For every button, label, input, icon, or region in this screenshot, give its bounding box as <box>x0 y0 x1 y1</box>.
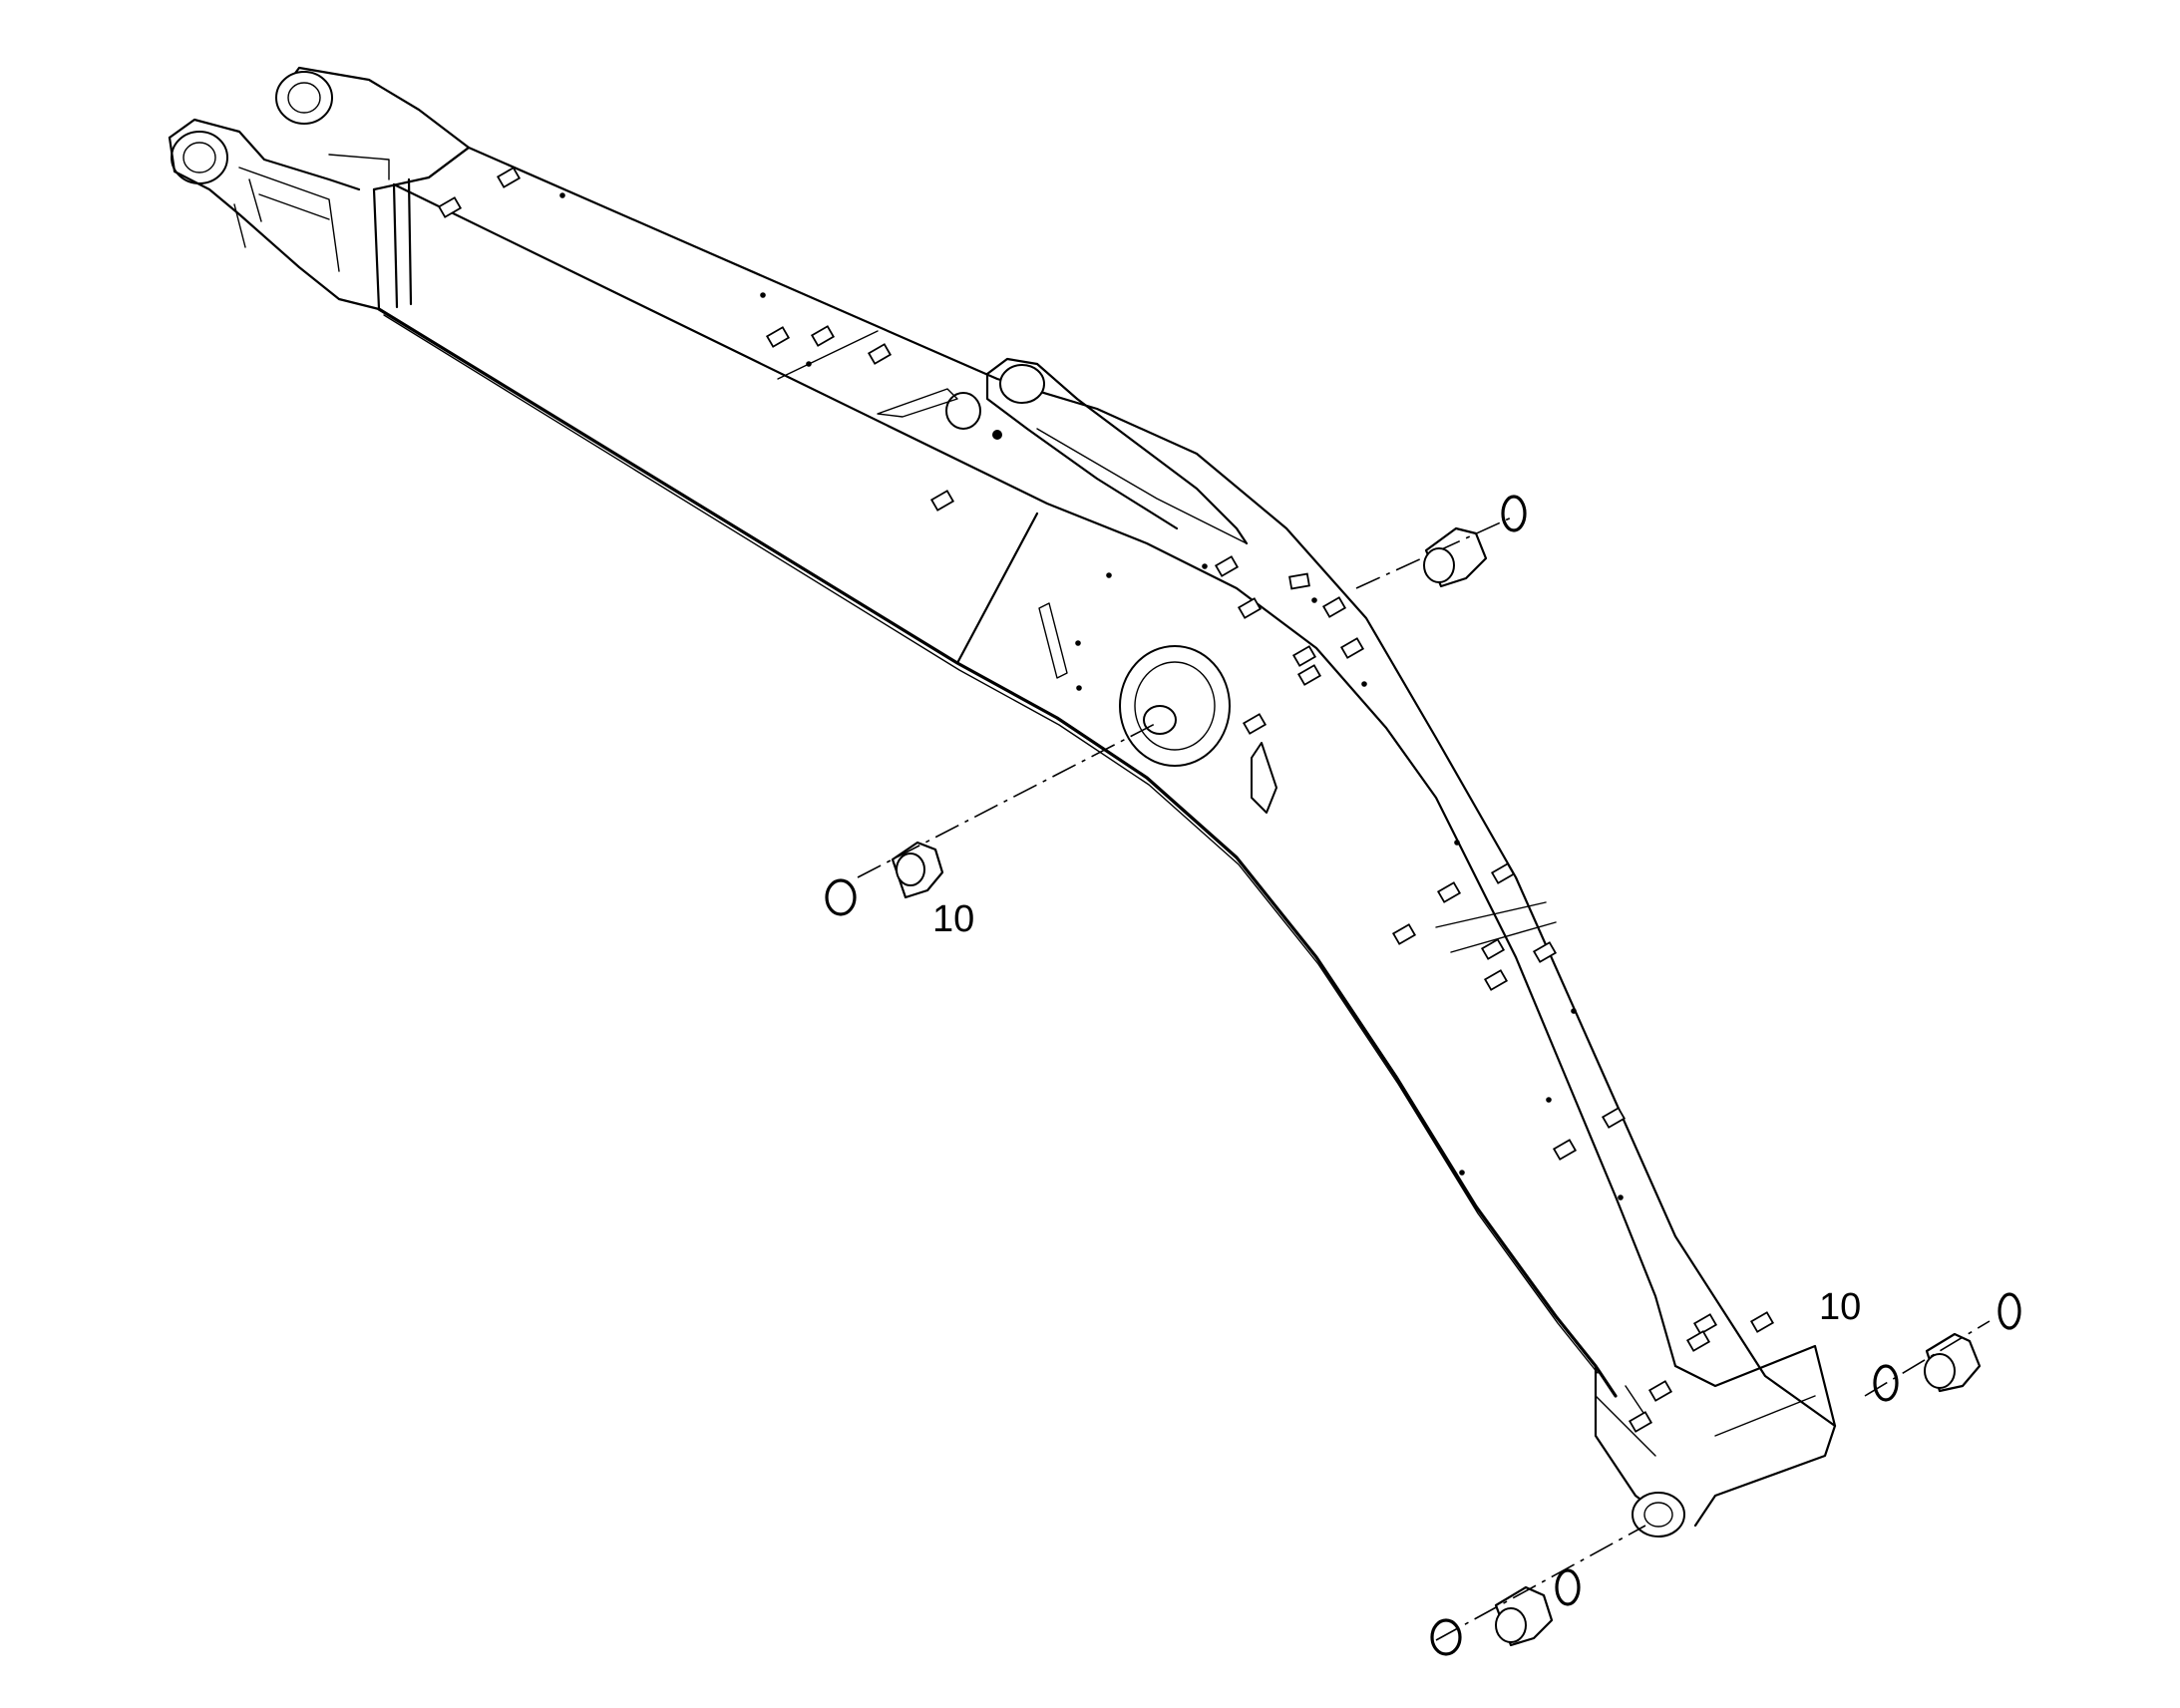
boom-slot <box>437 196 463 218</box>
callout-left: 10 <box>932 898 974 940</box>
boom-slot <box>1552 1139 1578 1161</box>
boom-hole <box>1618 1195 1624 1200</box>
boom-hole <box>760 292 766 298</box>
boom-slot <box>1237 597 1263 619</box>
boom-slot <box>1321 596 1347 618</box>
boom-slot <box>1483 969 1509 991</box>
boom-slot <box>1749 1311 1775 1333</box>
boom-hole <box>1459 1170 1465 1176</box>
boom-slot <box>496 167 522 188</box>
boom-hole <box>559 192 565 198</box>
boom-slot <box>1242 713 1268 735</box>
boom-slot <box>1291 645 1317 667</box>
boom-slot <box>1391 923 1417 945</box>
boom-hole <box>1202 563 1208 569</box>
boom-slot <box>1339 637 1365 659</box>
boom-slot <box>1480 938 1506 960</box>
boom-foot-fork <box>168 66 471 311</box>
boom-hole <box>1311 597 1317 603</box>
boom-slot <box>1692 1313 1718 1335</box>
callout-right: 10 <box>1819 1286 1861 1328</box>
bushing-left <box>825 841 944 916</box>
boom-slot <box>1490 862 1516 884</box>
bushing-lower-right <box>1873 1292 2021 1402</box>
boom-slot <box>1601 1107 1627 1129</box>
center-lines <box>857 514 1991 1641</box>
bushing-bottom <box>1430 1568 1581 1656</box>
boom-slot <box>1296 664 1322 686</box>
boom-hole <box>1571 1008 1577 1014</box>
boom-slot <box>867 343 893 365</box>
boom-body <box>372 146 1837 1537</box>
boom-hole <box>1546 1097 1552 1103</box>
boom-slot <box>1685 1330 1711 1352</box>
boom-hole <box>806 361 812 367</box>
boom-slot <box>1647 1380 1673 1402</box>
boom-slot <box>1532 941 1558 963</box>
boom-slot <box>1436 881 1462 903</box>
boom-hole <box>1361 681 1367 687</box>
cylinder-bracket <box>877 357 1249 545</box>
bushing-upper-right <box>1423 495 1527 588</box>
boom-slot <box>1214 555 1240 577</box>
boom-slot <box>765 326 791 348</box>
boom-slot <box>1288 572 1310 590</box>
boom-slot <box>929 490 955 512</box>
boom-pivot-boss <box>1038 602 1277 814</box>
boom-hole <box>1075 640 1081 646</box>
boom-hole <box>1076 685 1082 691</box>
boom-hole <box>1454 840 1460 846</box>
boom-hole <box>1106 572 1112 578</box>
boom-slot <box>1628 1411 1653 1433</box>
boom-slots <box>437 167 1775 1433</box>
boom-slot <box>810 325 836 347</box>
